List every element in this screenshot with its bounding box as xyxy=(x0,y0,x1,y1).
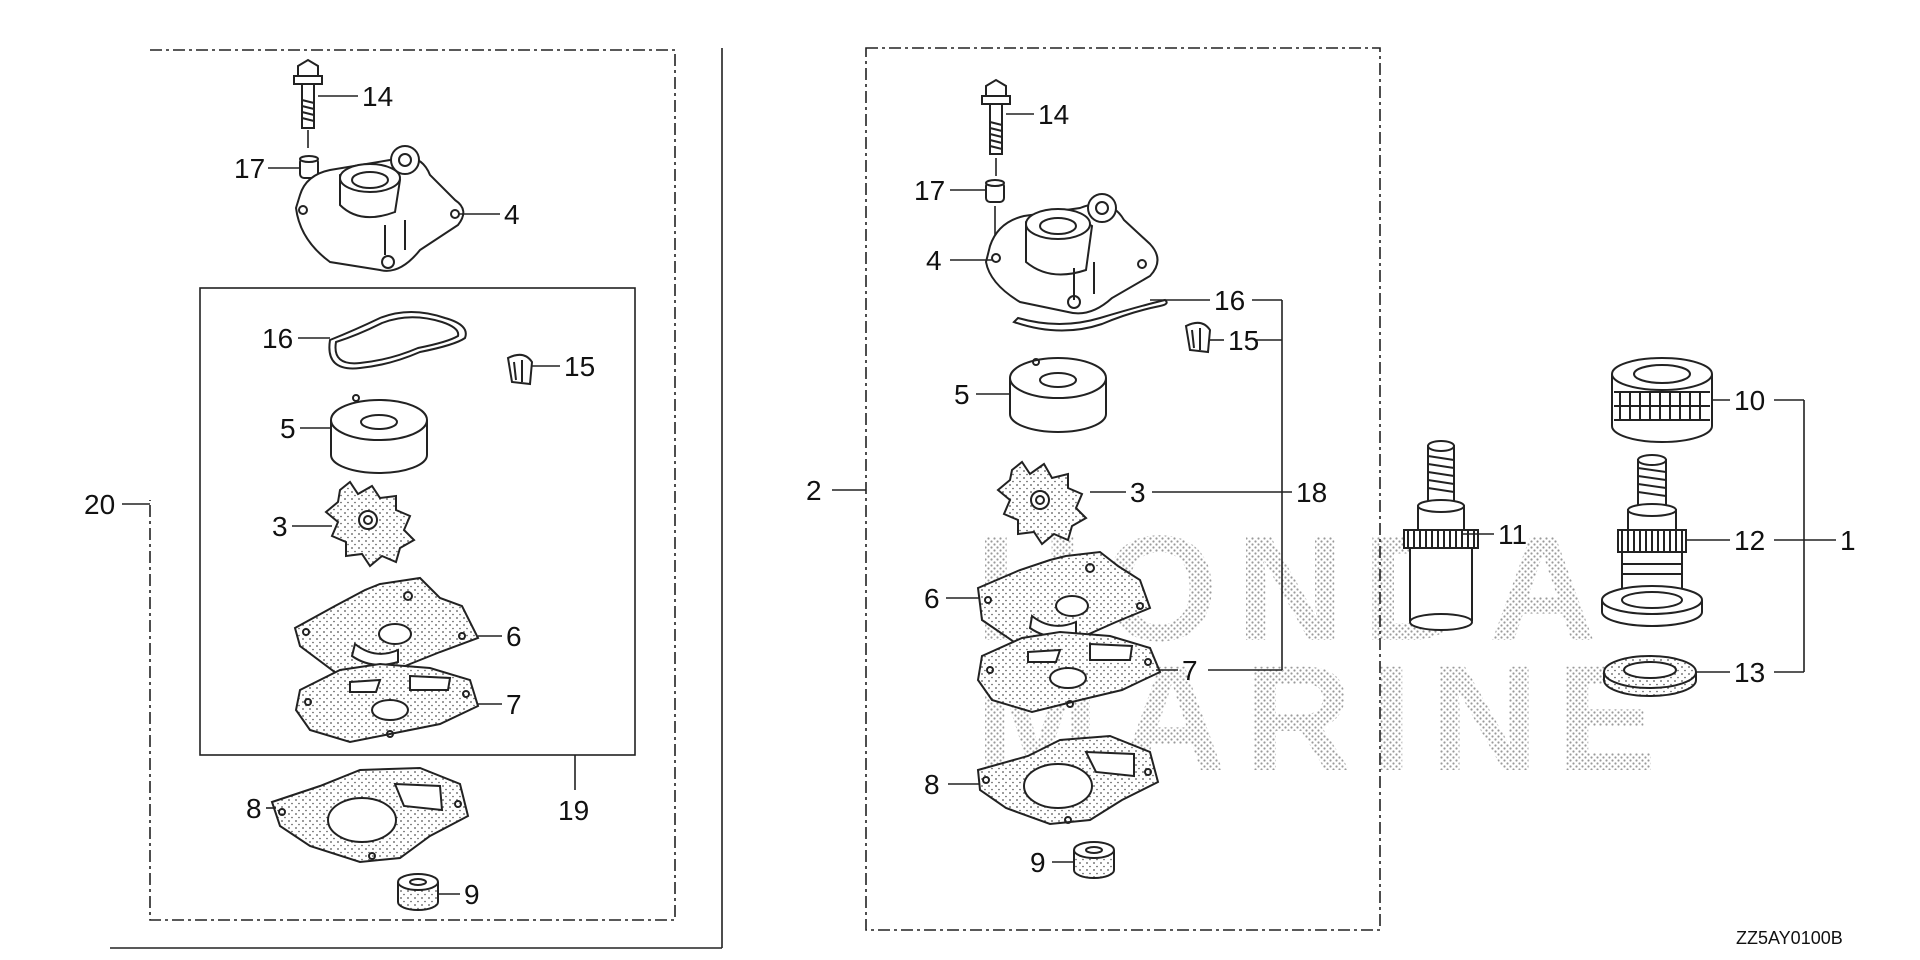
label-20: 20 xyxy=(84,489,115,520)
left-leader-lines xyxy=(122,95,576,895)
label-2: 2 xyxy=(806,475,822,506)
label-8: 8 xyxy=(924,769,940,800)
label-9: 9 xyxy=(464,879,480,910)
clip-part xyxy=(1184,321,1212,354)
washer-part xyxy=(1603,655,1697,697)
liner-part xyxy=(330,394,428,474)
ring-nut-part xyxy=(1611,357,1713,443)
label-10: 10 xyxy=(1734,385,1765,416)
right-assembly: 11 10 12 1 13 xyxy=(1403,357,1856,697)
label-7: 7 xyxy=(1182,655,1198,686)
label-15: 15 xyxy=(564,351,595,382)
impeller-part xyxy=(324,480,416,568)
left-inner-box xyxy=(199,287,636,756)
clip-part xyxy=(506,353,534,386)
label-16: 16 xyxy=(262,323,293,354)
label-4: 4 xyxy=(926,245,942,276)
liner-part xyxy=(1009,357,1107,433)
housing-gasket-part xyxy=(1012,298,1168,332)
middle-outer-box xyxy=(865,47,1381,931)
bolt-part xyxy=(981,78,1011,176)
impeller-part xyxy=(996,460,1088,546)
label-8: 8 xyxy=(246,793,262,824)
right-leader-lines xyxy=(1462,399,1836,673)
label-6: 6 xyxy=(924,583,940,614)
label-3: 3 xyxy=(1130,477,1146,508)
left-assembly: 14 17 4 16 15 5 3 6 7 8 9 19 20 xyxy=(84,49,676,921)
pump-housing-part xyxy=(294,145,465,272)
label-1: 1 xyxy=(1840,525,1856,556)
label-12: 12 xyxy=(1734,525,1765,556)
plate-gasket-part xyxy=(294,662,480,744)
label-16: 16 xyxy=(1214,285,1245,316)
label-13: 13 xyxy=(1734,657,1765,688)
plate-gasket-part xyxy=(976,630,1162,714)
bolt-part xyxy=(293,58,323,148)
label-15: 15 xyxy=(1228,325,1259,356)
reference-code: ZZ5AY0100B xyxy=(1736,928,1843,948)
label-14: 14 xyxy=(1038,99,1069,130)
middle-leader-lines xyxy=(832,113,1292,863)
label-7: 7 xyxy=(506,689,522,720)
label-19: 19 xyxy=(558,795,589,826)
label-5: 5 xyxy=(954,379,970,410)
collar-part xyxy=(299,155,319,179)
label-11: 11 xyxy=(1498,519,1527,550)
label-6: 6 xyxy=(506,621,522,652)
wear-plate-part xyxy=(293,576,480,686)
pump-housing-part xyxy=(984,193,1159,315)
label-14: 14 xyxy=(362,81,393,112)
base-gasket-part xyxy=(270,766,470,864)
label-18: 18 xyxy=(1296,477,1327,508)
left-outer-box xyxy=(149,49,676,921)
housing-gasket-part xyxy=(328,311,467,370)
shaft-part-11 xyxy=(1403,440,1479,631)
grommet-part xyxy=(397,873,439,911)
label-17: 17 xyxy=(914,175,945,206)
label-5: 5 xyxy=(280,413,296,444)
middle-assembly: 14 17 4 16 15 5 3 18 6 7 8 9 2 xyxy=(806,47,1381,931)
label-9: 9 xyxy=(1030,847,1046,878)
shaft-part-12 xyxy=(1601,454,1703,627)
label-17: 17 xyxy=(234,153,265,184)
grommet-part xyxy=(1073,841,1115,879)
frame xyxy=(110,48,723,949)
label-3: 3 xyxy=(272,511,288,542)
base-gasket-part xyxy=(976,734,1160,826)
label-4: 4 xyxy=(504,199,520,230)
